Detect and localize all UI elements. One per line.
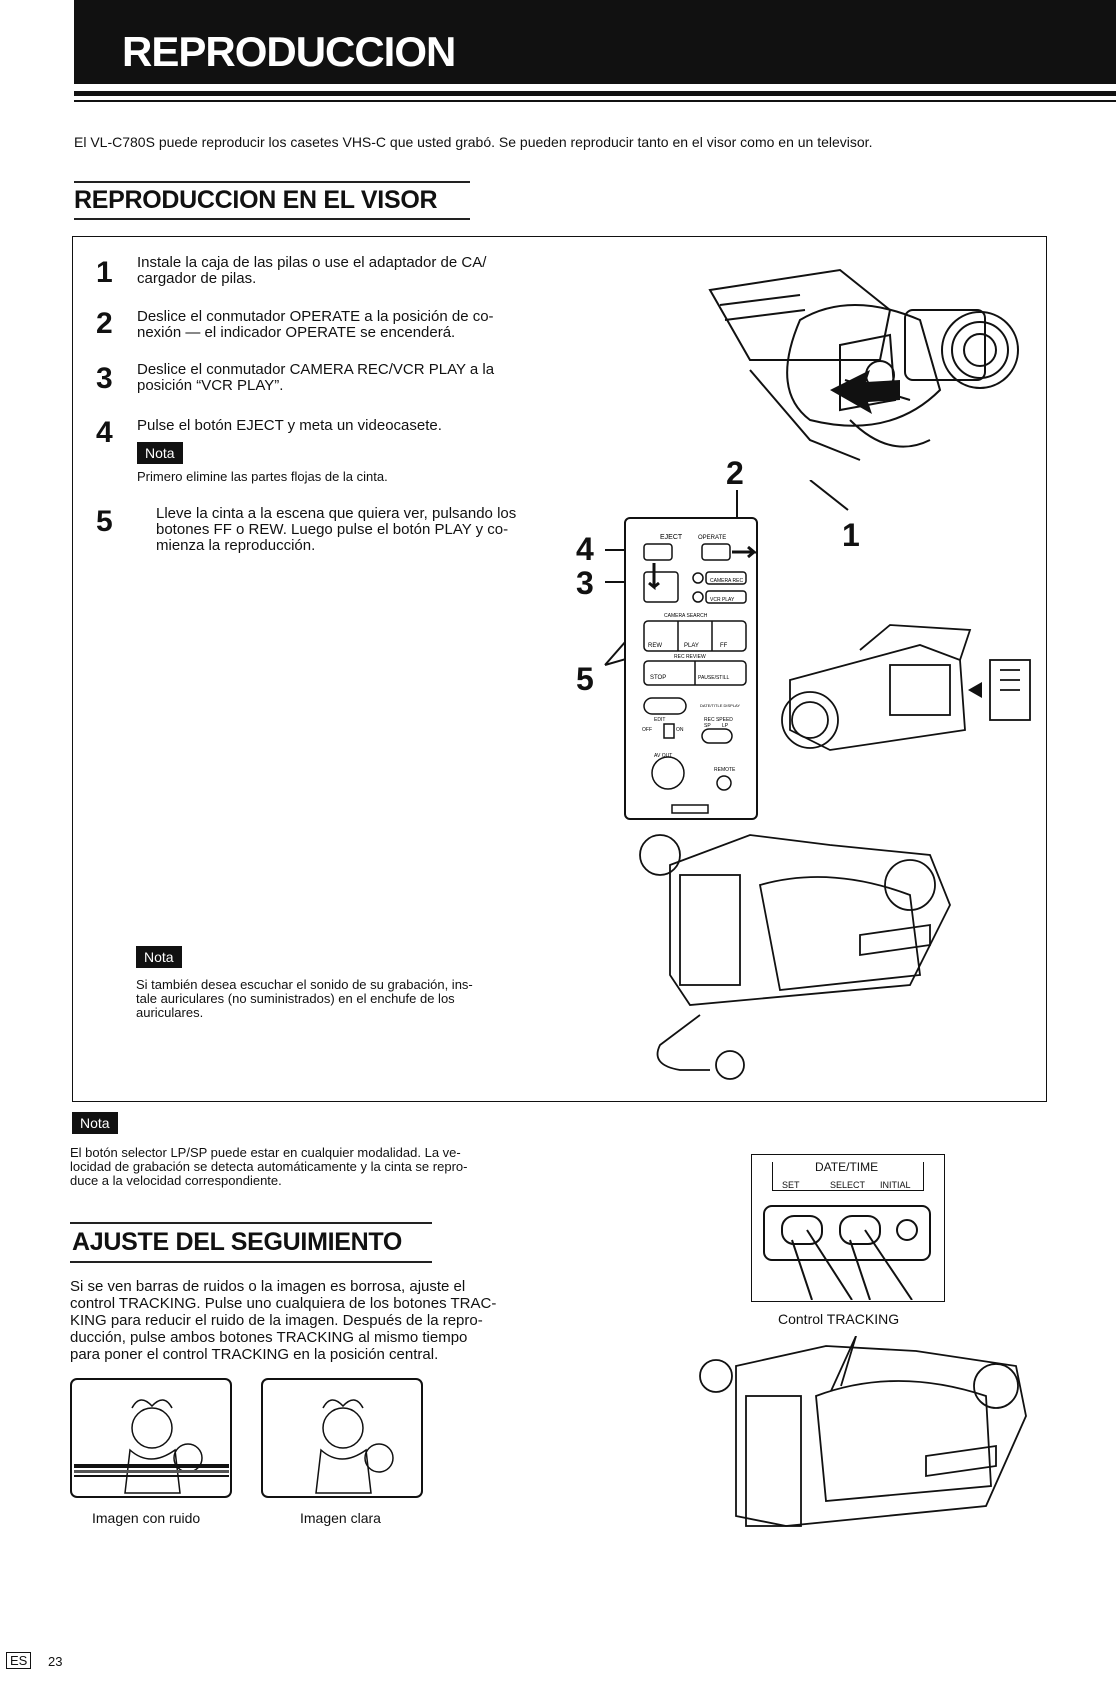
step-5-line: Lleve la cinta a la escena que quiera ve… (156, 505, 517, 522)
step-text-4: Pulse el botón EJECT y meta un videocase… (137, 418, 547, 434)
camera-search-label: CAMERA SEARCH (664, 613, 708, 619)
control-panel-buttons: EJECT OPERATE CAMERA REC VCR PLAY CAMERA… (642, 534, 759, 814)
step-text-5: Lleve la cinta a la escena que quiera ve… (156, 506, 556, 554)
vcr-play-label: VCR PLAY (710, 597, 735, 603)
nota-badge-step4: Nota (137, 442, 183, 464)
step-5-line: mienza la reproducción. (156, 537, 316, 554)
slide-right-arrow-icon (732, 545, 759, 559)
nota-lpsp-line: duce a la velocidad correspondiente. (70, 1173, 282, 1188)
rec-speed-label: REC SPEED (704, 717, 733, 723)
step-3-line: posición “VCR PLAY”. (137, 377, 284, 394)
step-number-5: 5 (96, 505, 113, 538)
section-rule-top (74, 181, 470, 183)
step-number-1: 1 (96, 256, 113, 289)
step-1-line: cargador de pilas. (137, 270, 257, 287)
lp-label: LP (722, 723, 729, 729)
noise-image-illustration (70, 1378, 232, 1498)
av-out-label: AV OUT (654, 753, 672, 759)
tracking-buttons-illustration (763, 1205, 931, 1300)
caption-clear-image: Imagen clara (300, 1510, 381, 1526)
caption-tracking-control: Control TRACKING (778, 1311, 900, 1327)
step-2-line: nexión — el indicador OPERATE se encende… (137, 324, 456, 341)
nota-badge-lpsp: Nota (72, 1112, 118, 1134)
step-text-1: Instale la caja de las pilas o use el ad… (137, 255, 547, 287)
header-rule-thin (74, 100, 1116, 102)
insert-cassette-arrow-icon (968, 682, 982, 698)
callout-2: 2 (726, 455, 744, 491)
step-text-2: Deslice el conmutador OPERATE a la posic… (137, 309, 547, 341)
control-panel (624, 517, 758, 820)
edit-label: EDIT (654, 717, 665, 723)
datetime-bracket (772, 1162, 924, 1191)
nota-text-headphones: Si también desea escuchar el sonido de s… (136, 978, 546, 1020)
slide-down-arrow-icon (648, 563, 660, 591)
rec-review-label: REC REVIEW (674, 654, 706, 660)
operate-label: OPERATE (698, 535, 726, 541)
datetime-select-label: SELECT (830, 1180, 866, 1190)
step-number-4: 4 (96, 416, 113, 449)
section-rule-bottom (74, 218, 470, 220)
remote-label: REMOTE (714, 767, 736, 773)
visor-instructions-box (72, 236, 1047, 1102)
camera-rec-label: CAMERA REC (710, 578, 743, 584)
section-title-visor: REPRODUCCION EN EL VISOR (74, 186, 438, 214)
header-banner (74, 0, 1116, 84)
nota-line: auriculares. (136, 1005, 204, 1020)
datetime-label: DATE/TIME (812, 1160, 882, 1174)
step-number-3: 3 (96, 362, 113, 395)
ff-label: FF (720, 643, 728, 649)
step-2-line: Deslice el conmutador OPERATE a la posic… (137, 308, 494, 325)
intro-paragraph: El VL-C780S puede reproducir los casetes… (74, 134, 873, 150)
caption-noise-image: Imagen con ruido (92, 1510, 201, 1526)
camcorder-top-illustration (708, 268, 1019, 461)
language-badge: ES (6, 1652, 32, 1669)
header-rule (74, 91, 1116, 96)
clear-image-illustration (261, 1378, 423, 1498)
nota-text-step4: Primero elimine las partes flojas de la … (137, 469, 388, 484)
nota-text-lpsp: El botón selector LP/SP puede estar en c… (70, 1146, 550, 1188)
eject-label: EJECT (660, 534, 683, 541)
callout-1: 1 (842, 517, 860, 553)
tracking-line: ducción, pulse ambos botones TRACKING al… (70, 1329, 468, 1346)
datetime-initial-label: INITIAL (880, 1180, 911, 1190)
insert-arrow-icon (830, 370, 900, 414)
nota-lpsp-line: locidad de grabación se detecta automáti… (70, 1159, 468, 1174)
pause-still-label: PAUSE/STILL (698, 675, 730, 681)
tracking-line: control TRACKING. Pulse uno cualquiera d… (70, 1295, 497, 1312)
camcorder-headphones-illustration (639, 834, 951, 1080)
nota-lpsp-line: El botón selector LP/SP puede estar en c… (70, 1145, 461, 1160)
step-5-line: botones FF o REW. Luego pulse el botón P… (156, 521, 509, 538)
on-label: ON (676, 727, 684, 733)
tracking-line: Si se ven barras de ruidos o la imagen e… (70, 1278, 466, 1295)
section2-rule-top (70, 1222, 432, 1224)
tracking-line: KING para reducir el ruido de la imagen.… (70, 1312, 483, 1329)
tracking-line: para poner el control TRACKING en la pos… (70, 1346, 439, 1363)
section-title-seguimiento: AJUSTE DEL SEGUIMIENTO (72, 1228, 403, 1256)
callout-5: 5 (576, 661, 594, 697)
callout-4: 4 (576, 531, 594, 567)
sp-label: SP (704, 723, 711, 729)
rew-label: REW (648, 643, 662, 649)
step-text-3: Deslice el conmutador CAMERA REC/VCR PLA… (137, 362, 547, 394)
stop-label: STOP (650, 675, 666, 681)
step-3-line: Deslice el conmutador CAMERA REC/VCR PLA… (137, 361, 495, 378)
play-label: PLAY (684, 643, 699, 649)
datetime-set-label: SET (782, 1180, 800, 1190)
callout-3: 3 (576, 565, 594, 601)
tracking-control-panel (751, 1154, 945, 1302)
page-title: REPRODUCCION (122, 28, 456, 75)
section2-rule-bottom (70, 1261, 432, 1263)
step-1-line: Instale la caja de las pilas o use el ad… (137, 254, 487, 271)
page-number: 23 (48, 1654, 63, 1669)
camcorder-cassette-illustration (781, 624, 1031, 751)
off-label: OFF (642, 727, 652, 733)
date-title-display-label: DATE/TITLE DISPLAY (700, 703, 740, 708)
nota-line: Si también desea escuchar el sonido de s… (136, 977, 473, 992)
step-4-line: Pulse el botón EJECT y meta un videocase… (137, 417, 442, 434)
camcorder-tracking-illustration (699, 1336, 1027, 1527)
nota-badge-headphones: Nota (136, 946, 182, 968)
tracking-paragraph: Si se ven barras de ruidos o la imagen e… (70, 1278, 550, 1363)
nota-line: tale auriculares (no suministrados) en e… (136, 991, 455, 1006)
step-number-2: 2 (96, 307, 113, 340)
